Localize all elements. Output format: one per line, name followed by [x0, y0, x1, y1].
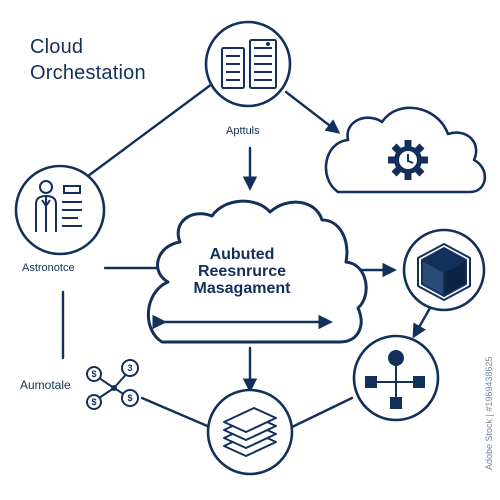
- central-cloud-text: Aubuted Reesnrurce Masagament: [176, 246, 308, 297]
- connector-servers-to-person: [86, 82, 214, 178]
- label-astronotice: Astronotce: [22, 262, 75, 274]
- cloud-gear-clock-icon: [388, 140, 428, 180]
- connector-network-to-stack: [140, 396, 214, 430]
- dollar-network-icon: $ 3 $ $: [86, 359, 139, 410]
- diagram-title-line1: Cloud: [30, 36, 84, 58]
- stack-node: [206, 388, 294, 476]
- gear-cloud-node: [324, 106, 487, 194]
- arrow-cube-to-hierarchy: [412, 306, 432, 339]
- person-node: [14, 164, 106, 256]
- hierarchy-network-icon: [365, 350, 425, 409]
- svg-text:3: 3: [127, 363, 132, 373]
- hierarchy-node: [352, 334, 440, 422]
- cloud-text-line3: Masagament: [193, 280, 291, 297]
- svg-text:$: $: [91, 369, 96, 379]
- stacked-layers-icon: [223, 407, 277, 457]
- resource-management-cloud: [147, 199, 368, 344]
- cube-icon: [417, 243, 471, 301]
- server-rack-icon: [221, 39, 277, 89]
- arrow-servers-to-gear-cloud: [284, 90, 341, 134]
- diagram-title-line2: Orchestation: [30, 62, 146, 84]
- svg-text:$: $: [91, 397, 96, 407]
- cloud-text-line2: Reesnrurce: [197, 263, 287, 280]
- cloud-text-line1: Aubuted: [209, 246, 275, 263]
- cube-node: [402, 228, 486, 312]
- label-top: Apttuls: [226, 125, 260, 137]
- svg-text:$: $: [127, 393, 132, 403]
- connector-hierarchy-to-stack: [288, 396, 354, 430]
- servers-node: [204, 20, 292, 108]
- label-automate: Aumotale: [20, 378, 71, 392]
- watermark-text: Adobe Stock | #1969438625: [484, 356, 494, 470]
- person-document-icon: [35, 180, 82, 232]
